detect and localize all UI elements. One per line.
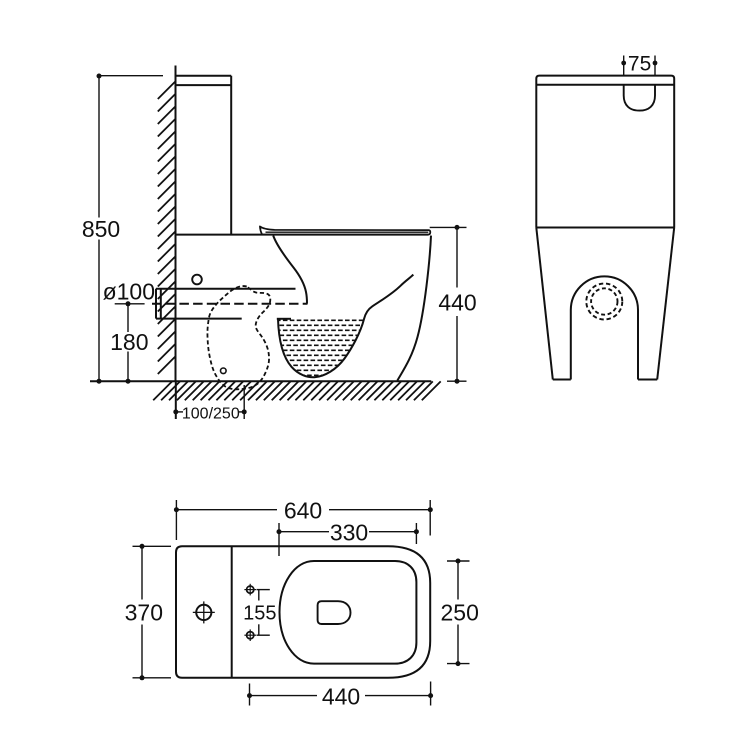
svg-text:330: 330 xyxy=(330,519,368,545)
svg-text:75: 75 xyxy=(628,53,651,76)
svg-text:ø100: ø100 xyxy=(103,279,155,305)
svg-text:180: 180 xyxy=(110,329,148,355)
svg-text:440: 440 xyxy=(322,683,360,709)
svg-text:155: 155 xyxy=(243,603,276,625)
svg-text:640: 640 xyxy=(284,497,322,523)
svg-text:440: 440 xyxy=(438,289,476,315)
svg-text:100/250: 100/250 xyxy=(182,405,240,422)
svg-text:850: 850 xyxy=(82,216,120,242)
svg-text:250: 250 xyxy=(441,599,479,625)
svg-text:370: 370 xyxy=(125,600,163,626)
